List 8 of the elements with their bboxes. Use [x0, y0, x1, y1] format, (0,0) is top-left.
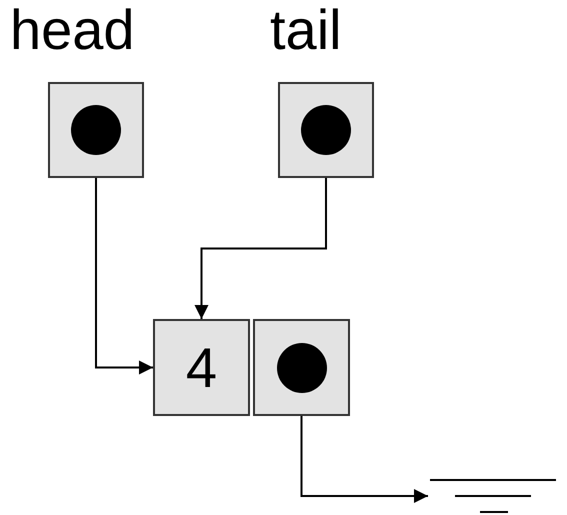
arrow [95, 178, 153, 374]
pointer-label: head [10, 0, 135, 60]
pointer-cell [253, 319, 350, 416]
pointer-label: tail [270, 0, 342, 60]
value-cell [153, 319, 250, 416]
node-value: 4 [184, 338, 218, 398]
arrow [300, 416, 428, 503]
arrow [194, 178, 327, 319]
